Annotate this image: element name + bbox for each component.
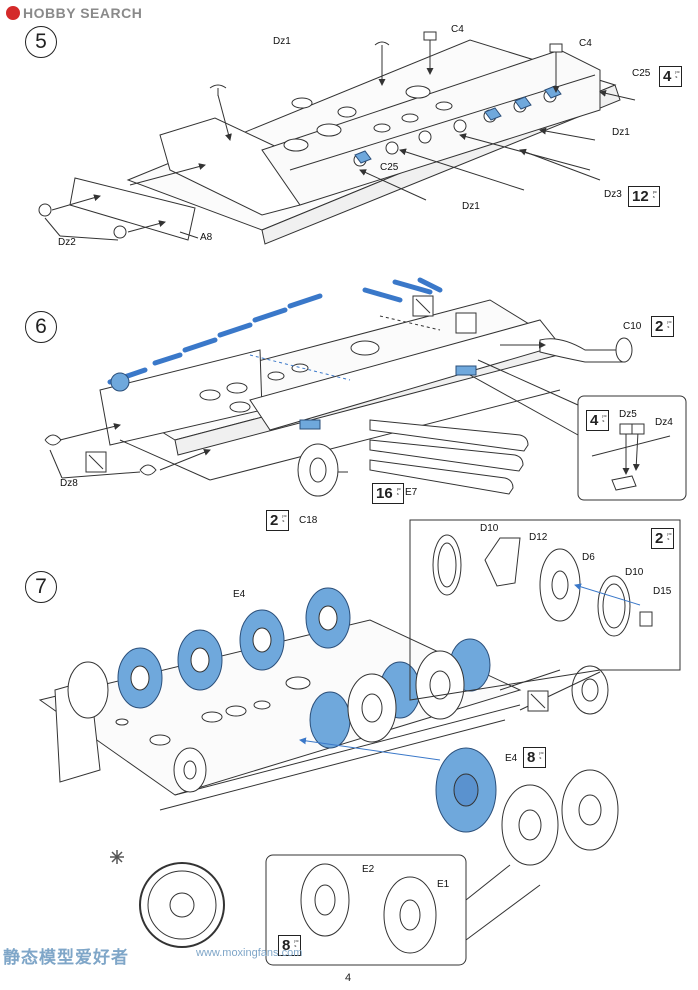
step-number-5: 5 <box>25 26 57 58</box>
label-c4: C4 <box>579 38 592 49</box>
label-c10: C10 <box>623 321 642 332</box>
step5-hull-drawing <box>38 31 636 245</box>
qty-box-e7: 16 <box>372 483 404 504</box>
label-c18: C18 <box>299 515 318 526</box>
label-dz1: Dz1 <box>462 201 480 212</box>
label-d10: D10 <box>625 567 644 578</box>
step6-hull-drawing <box>44 277 687 501</box>
qty-box-hub: 2 <box>651 528 675 549</box>
label-d15: D15 <box>653 586 672 597</box>
step7-hull-drawing <box>38 519 681 966</box>
label-a8: A8 <box>200 232 213 243</box>
label-d12: D12 <box>529 532 548 543</box>
label-e2: E2 <box>362 864 375 875</box>
label-d10: D10 <box>480 523 499 534</box>
label-c4: C4 <box>451 24 464 35</box>
qty-box-c18: 2 <box>266 510 290 531</box>
label-e4: E4 <box>233 589 246 600</box>
label-dz1: Dz1 <box>612 127 630 138</box>
qty-box-dz3: 12 <box>628 186 660 207</box>
qty-box-detail: 4 <box>586 410 610 431</box>
moxingfans-watermark: 静态模型爱好者 <box>3 948 129 967</box>
page-number: 4 <box>345 972 352 984</box>
label-e1: E1 <box>437 879 450 890</box>
label-c25: C25 <box>380 162 399 173</box>
step-number-6: 6 <box>25 311 57 343</box>
label-dz8: Dz8 <box>60 478 78 489</box>
label-e7: E7 <box>405 487 418 498</box>
qty-box-wheels: 8 <box>278 935 302 956</box>
label-dz3: Dz3 <box>604 189 622 200</box>
label-dz1: Dz1 <box>273 36 291 47</box>
step-number-7: 7 <box>25 571 57 603</box>
qty-box-e4: 8 <box>523 747 547 768</box>
qty-box-c10: 2 <box>651 316 675 337</box>
label-d6: D6 <box>582 552 595 563</box>
label-dz5: Dz5 <box>619 409 637 420</box>
hobbysearch-watermark: HOBBY SEARCH <box>6 4 142 22</box>
qty-box-c25: 4 <box>659 66 683 87</box>
moxingfans-url: www.moxingfans.com <box>196 947 303 959</box>
watermark-brand-text: HOBBY SEARCH <box>23 5 143 21</box>
label-c25: C25 <box>632 68 651 79</box>
label-dz2: Dz2 <box>58 237 76 248</box>
label-dz4: Dz4 <box>655 417 673 428</box>
label-e4: E4 <box>505 753 518 764</box>
hobbysearch-logo-icon <box>6 6 20 20</box>
